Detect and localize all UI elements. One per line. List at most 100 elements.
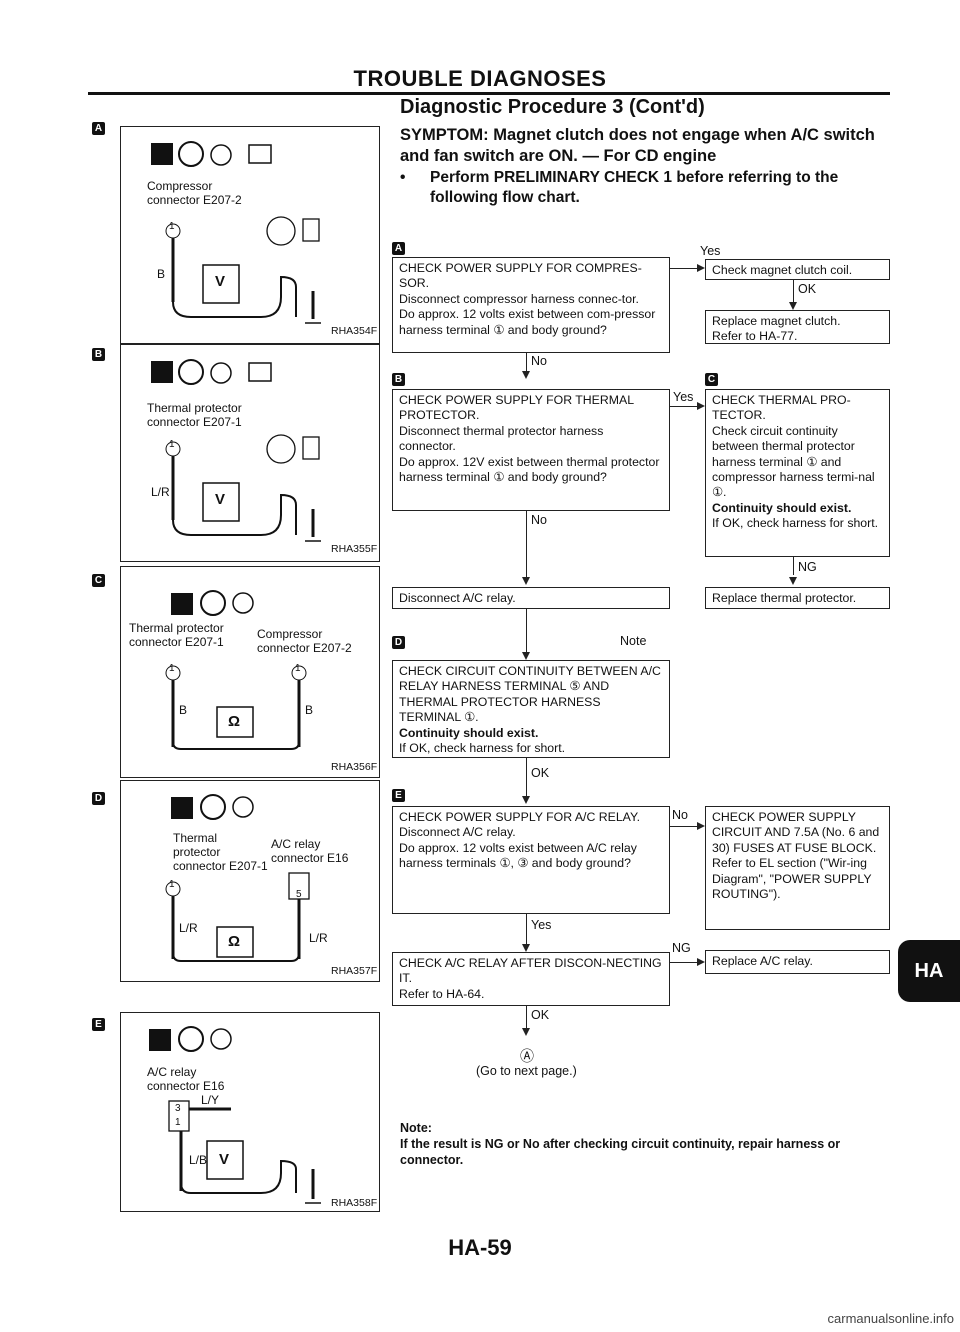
panel-d-term: 1 [169,879,175,890]
panel-d-wire2: L/R [309,931,328,945]
arrow-right-icon [697,822,705,830]
ohmmeter-icon [216,926,254,958]
disconnect-icon [178,141,204,167]
note-text: Note: If the result is NG or No after ch… [400,1121,841,1167]
flow-note-label: Note [620,634,647,648]
flow-letter-d: D [392,636,405,649]
panel-a-title: Compressor connector E207-2 [147,179,242,207]
flow-step-c: CHECK THERMAL PRO-TECTOR. Check circuit … [705,389,890,557]
ignition-on-icon [210,362,232,384]
ac-switch-icon [302,218,320,242]
panel-letter-b: B [92,348,105,361]
panel-c-diagram [165,590,307,750]
next-page-text: (Go to next page.) [476,1064,577,1078]
panel-b-title: Thermal protector connector E207-1 [147,401,242,429]
flow-a-no-label: No [531,354,547,368]
panel-e-diagram [149,1026,321,1204]
engine-icon [248,362,272,382]
disconnect-icon [200,794,226,820]
symptom-text: SYMPTOM: Magnet clutch does not engage w… [400,126,875,165]
panel-b: Thermal protector connector E207-1 L/R 1… [120,344,380,562]
watermark-text: carmanualsonline.info [827,1311,954,1326]
voltmeter-icon [202,482,240,522]
fan-switch-icon [266,216,296,246]
panel-e-meter: V [219,1151,230,1168]
flow-step-c-tail: If OK, check harness for short. [712,516,879,531]
flow-letter-e: E [392,789,405,802]
arrow-down-icon [522,652,530,660]
flow-check-coil: Check magnet clutch coil. [705,259,890,280]
panel-e-wire2: L/B [189,1153,208,1167]
panel-d-title: Thermal protector connector E207-1 [173,831,268,873]
flow-letter-a: A [392,242,405,255]
flow-c-ng-line [793,557,795,575]
panel-e-term: 3 [175,1103,181,1114]
panel-c: Thermal protector connector E207-1 Compr… [120,566,380,778]
arrow-down-icon [522,371,530,379]
panel-b-term: 1 [169,439,175,450]
flow-a-no-line [526,353,528,373]
panel-c-title: Thermal protector connector E207-1 [129,621,224,649]
panel-a-code: RHA354F [331,325,378,337]
panel-letter-e: E [92,1018,105,1031]
flow-d-ok-label: OK [531,766,550,780]
flow-check-relay: CHECK A/C RELAY AFTER DISCON-NECTING IT.… [392,952,670,1006]
panel-c-term2: 1 [295,663,301,674]
flow-check-power-circuit: CHECK POWER SUPPLY CIRCUIT AND 7.5A (No.… [705,806,890,930]
arrow-right-icon [697,264,705,272]
panel-d-diagram [165,794,310,962]
arrow-down-icon [789,577,797,585]
bullet-icon: • [400,169,406,186]
flow-replace-relay: Replace A/C relay. [705,950,890,974]
flow-step-d: CHECK CIRCUIT CONTINUITY BETWEEN A/C REL… [392,660,670,758]
panel-d-title2: A/C relay connector E16 [271,837,349,865]
panel-d-meter: Ω [228,933,241,950]
panel-b-diagram [151,359,321,542]
panel-a-wire: B [157,267,166,281]
panel-e-code: RHA358F [331,1197,378,1209]
flow-d-ok-line [526,758,528,798]
ignition-off-icon [232,796,254,818]
flow-step-d-bold: Continuity should exist. [399,725,539,740]
arrow-down-icon [522,944,530,952]
flow-relay-ng-line [670,962,698,964]
flow-disconnect-relay: Disconnect A/C relay. [392,587,670,609]
flow-c-ng-label: NG [798,560,817,574]
flow-coil-ok-label: OK [798,282,817,296]
panel-a-term: 1 [169,221,175,232]
flow-step-e: CHECK POWER SUPPLY FOR A/C RELAY. Discon… [392,806,670,914]
panel-b-code: RHA355F [331,543,378,555]
panel-d-code: RHA357F [331,965,378,977]
flow-letter-c: C [705,373,718,386]
arrow-down-icon [522,796,530,804]
ignition-on-icon [210,144,232,166]
arrow-right-icon [697,958,705,966]
flow-replace-thermal: Replace thermal protector. [705,587,890,609]
flow-relay-ok-label: OK [531,1008,550,1022]
ac-switch-icon [302,436,320,460]
hs-icon [151,361,173,383]
arrow-right-icon [697,402,705,410]
ignition-on-icon [210,1028,232,1050]
panel-letter-a: A [92,122,105,135]
flow-coil-line [793,280,795,306]
flow-e-no-line [670,826,698,828]
page-number: HA-59 [448,1235,512,1260]
flow-letter-b: B [392,373,405,386]
arrow-down-icon [522,577,530,585]
flow-e-yes-label: Yes [531,918,552,932]
fan-switch-icon [266,434,296,464]
flow-a-yes-line [670,268,698,270]
disconnect-icon [178,1026,204,1052]
arrow-down-icon [789,302,797,310]
disconnect-icon [200,590,226,616]
panel-c-meter: Ω [228,713,241,730]
panel-d-wire: L/R [179,921,198,935]
panel-e-term2: 1 [175,1117,181,1128]
panel-e-wire: L/Y [201,1093,220,1107]
header-rule [88,92,890,95]
section-tab-ha[interactable]: HA [898,940,960,1002]
disconnect-icon [178,359,204,385]
flow-e-yes-line [526,914,528,946]
ignition-off-icon [232,592,254,614]
